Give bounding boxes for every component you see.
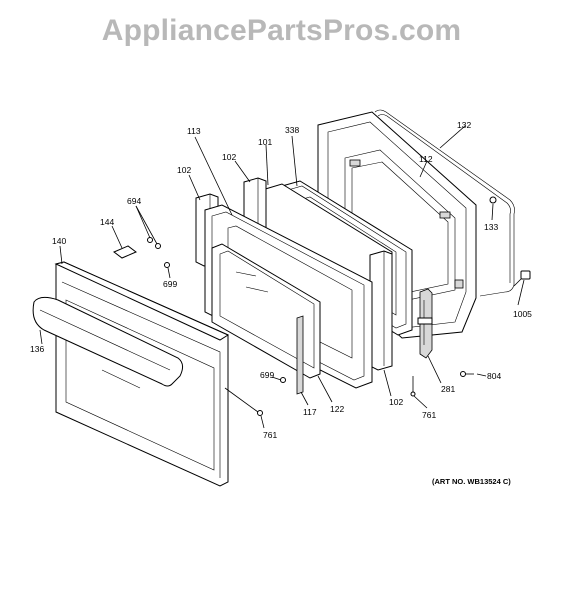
label-699-upper: 699 <box>163 279 177 289</box>
screw-133[interactable] <box>489 196 497 204</box>
insulation-strip-102c[interactable] <box>369 250 393 371</box>
label-338: 338 <box>285 125 299 135</box>
label-144: 144 <box>100 217 114 227</box>
label-761-left: 761 <box>263 430 277 440</box>
label-694: 694 <box>127 196 141 206</box>
label-140: 140 <box>52 236 66 246</box>
watermark-logo: AppliancePartsPros.com <box>101 14 462 47</box>
screw-804[interactable] <box>460 371 475 377</box>
label-102-middle: 102 <box>222 152 236 162</box>
bracket-144[interactable] <box>113 245 137 259</box>
label-1005: 1005 <box>513 309 532 319</box>
label-136: 136 <box>30 344 44 354</box>
label-133: 133 <box>484 222 498 232</box>
bolt-1005[interactable] <box>513 270 531 287</box>
label-101: 101 <box>258 137 272 147</box>
label-761-right: 761 <box>422 410 436 420</box>
art-number: (ART NO. WB13524 C) <box>432 477 511 486</box>
screw-761-left[interactable] <box>257 410 263 416</box>
bracket-117[interactable] <box>296 315 304 395</box>
label-132: 132 <box>457 120 471 130</box>
door-gasket[interactable] <box>374 109 515 297</box>
inner-glass-122[interactable] <box>211 243 321 379</box>
label-699-lower: 699 <box>260 370 274 380</box>
label-117: 117 <box>303 407 317 417</box>
label-102-left: 102 <box>177 165 191 175</box>
label-122: 122 <box>330 404 344 414</box>
label-804: 804 <box>487 371 501 381</box>
leader-lines <box>39 125 525 429</box>
door-handle[interactable] <box>32 296 184 387</box>
label-102-right: 102 <box>389 397 403 407</box>
label-281: 281 <box>441 384 455 394</box>
hinge-281[interactable] <box>417 288 433 359</box>
label-112: 112 <box>419 154 433 164</box>
screw-699-upper[interactable] <box>164 262 170 268</box>
label-113: 113 <box>187 126 201 136</box>
screw-699-lower[interactable] <box>280 377 286 383</box>
screw-761-right[interactable] <box>410 376 416 397</box>
